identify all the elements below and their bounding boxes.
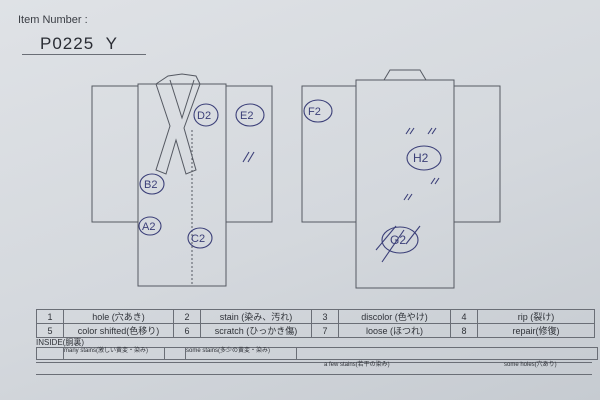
tick-mark — [409, 127, 415, 135]
mark-d2-circle — [193, 103, 219, 127]
front-collar — [155, 73, 201, 175]
legend-num: 4 — [450, 309, 478, 324]
tick-mark — [242, 151, 250, 163]
item-number-label: Item Number : — [18, 14, 88, 26]
stain-stroke — [381, 229, 405, 263]
damage-marks — [138, 99, 442, 263]
back-body — [355, 79, 455, 289]
legend-num: 7 — [311, 323, 339, 338]
mark-d2: D2 — [197, 110, 211, 122]
legend-label: stain (染み、汚れ) — [200, 309, 312, 324]
mark-g2: G2 — [390, 233, 406, 247]
legend-label: scratch (ひっかき傷) — [200, 323, 312, 338]
legend-num: 8 — [450, 323, 478, 338]
tick-mark — [407, 193, 413, 201]
legend-row: 5 color shifted(色移り) 6 scratch (ひっかき傷) 7… — [36, 323, 595, 338]
legend-label: rip (裂け) — [477, 309, 595, 324]
item-number-value: P0225 Y — [40, 34, 118, 53]
mark-a2: A2 — [142, 221, 155, 233]
mark-h2-circle — [406, 145, 442, 171]
back-view — [301, 69, 501, 289]
back-right-sleeve — [453, 85, 501, 223]
item-number-underline — [22, 54, 146, 55]
tick-mark — [247, 151, 255, 163]
tick-mark — [405, 127, 411, 135]
inside-some-stains: some stains(多少の黄変・染み) — [185, 347, 297, 360]
mark-h2: H2 — [413, 151, 429, 165]
front-right-sleeve — [225, 85, 273, 223]
front-view — [91, 73, 273, 287]
inside-blank — [296, 347, 598, 360]
inside-checkbox[interactable] — [36, 347, 64, 360]
mark-g2-circle — [381, 226, 419, 254]
stain-stroke — [405, 225, 421, 245]
legend-num: 1 — [36, 309, 64, 324]
mark-c2: C2 — [191, 233, 205, 245]
legend-label: color shifted(色移り) — [63, 323, 174, 338]
legend-row: 1 hole (穴あき) 2 stain (染み、汚れ) 3 discolor … — [36, 309, 595, 324]
legend-num: 2 — [173, 309, 201, 324]
inside-few-stains: a few stains(若干の染み) — [324, 362, 390, 368]
mark-e2: E2 — [240, 110, 253, 122]
legend-num: 5 — [36, 323, 64, 338]
mark-f2-circle — [303, 99, 333, 123]
defect-legend: 1 hole (穴あき) 2 stain (染み、汚れ) 3 discolor … — [36, 309, 595, 338]
collar-inner — [169, 79, 195, 120]
tick-mark — [403, 193, 409, 201]
tick-mark — [434, 177, 440, 185]
tick-mark — [430, 177, 436, 185]
inside-title: INSIDE(胴裏) — [36, 338, 84, 347]
legend-label: loose (ほつれ) — [338, 323, 451, 338]
mark-f2: F2 — [308, 106, 321, 118]
inside-checkbox[interactable] — [164, 347, 186, 360]
mark-c2-circle — [187, 227, 213, 249]
mark-b2-circle — [139, 173, 165, 195]
tick-mark — [431, 127, 437, 135]
tick-mark — [427, 127, 433, 135]
inside-condition-row-1: many stains(激しい黄変・染み) some stains(多少の黄変・… — [36, 347, 598, 360]
mark-a2-circle — [138, 216, 162, 236]
mark-e2-circle — [235, 103, 265, 127]
stain-stroke — [375, 225, 397, 251]
back-collar — [383, 69, 427, 81]
inside-some-holes: some holes(穴あり) — [504, 362, 557, 368]
legend-num: 3 — [311, 309, 339, 324]
legend-label: repair(修復) — [477, 323, 595, 338]
inside-condition-row-2: a few stains(若干の染み) some holes(穴あり) — [36, 362, 592, 375]
legend-label: discolor (色やけ) — [338, 309, 451, 324]
inside-many-stains: many stains(激しい黄変・染み) — [63, 347, 165, 360]
front-left-sleeve — [91, 85, 139, 223]
legend-label: hole (穴あき) — [63, 309, 174, 324]
mark-b2: B2 — [144, 179, 157, 191]
legend-num: 6 — [173, 323, 201, 338]
